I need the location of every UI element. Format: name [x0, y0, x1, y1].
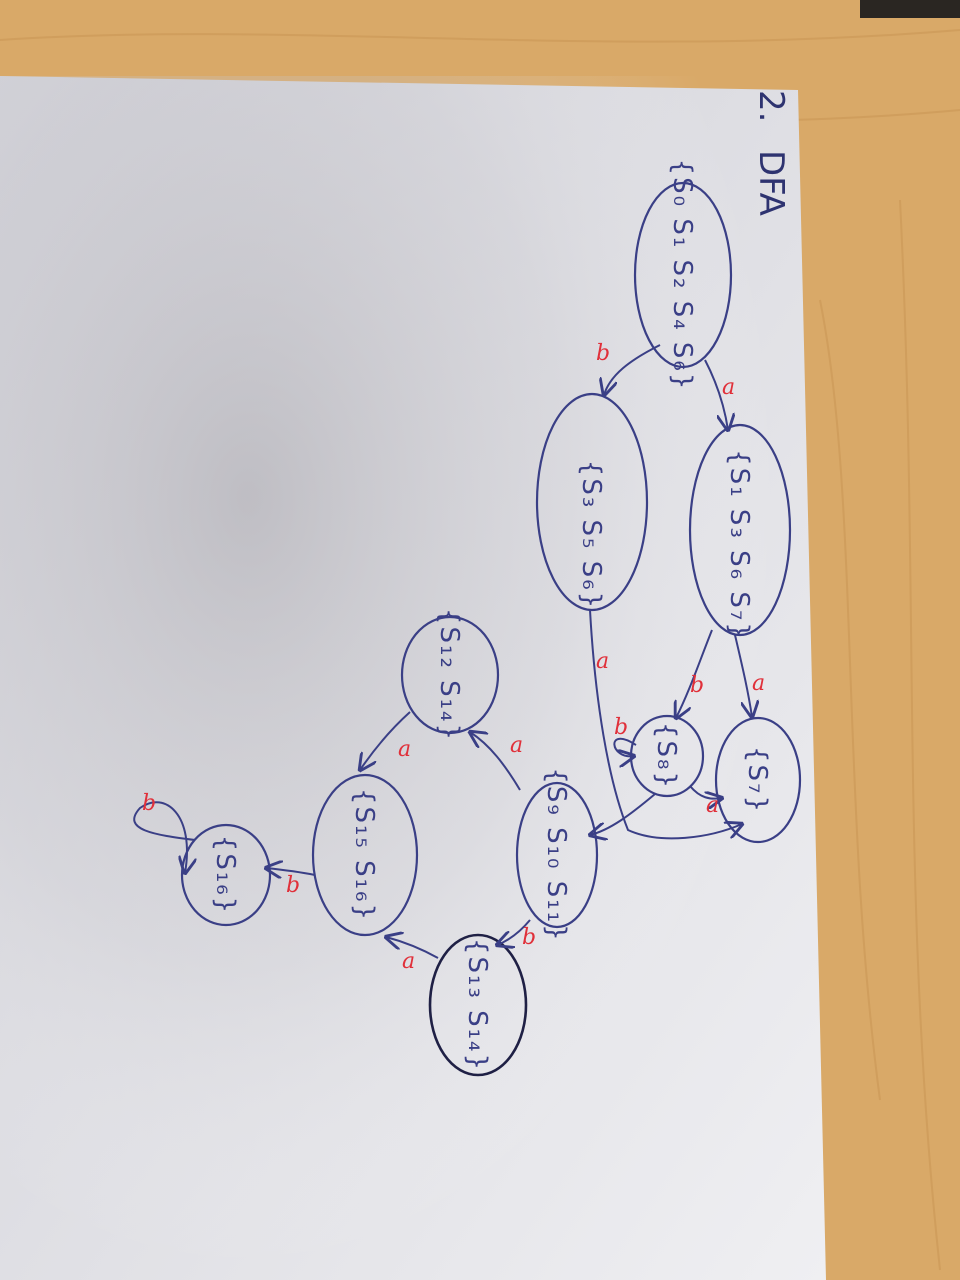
- edge-label-q2-q4: a: [752, 671, 765, 696]
- paper-shadow: [0, 76, 826, 1280]
- state-label-q3: {S₈}: [651, 722, 681, 790]
- state-q7: {S₁₅ S₁₆}: [311, 773, 419, 937]
- state-label-q4: {S₇}: [742, 746, 772, 814]
- edge-q6-q7: a: [360, 711, 411, 770]
- state-q1: {S₃ S₅ S₆}: [535, 392, 649, 612]
- edge-label-q3-self: b: [614, 715, 628, 740]
- edge-q3-q5: [590, 793, 656, 835]
- edge-label-q5-q8: b: [522, 925, 536, 950]
- state-q0: {S₀ S₁ S₂ S₄ S₆}: [633, 159, 733, 392]
- state-q6: {S₁₂ S₁₄}: [400, 608, 500, 742]
- edge-label-q7-q9: b: [286, 873, 300, 898]
- state-label-q6: {S₁₂ S₁₄}: [434, 608, 464, 742]
- state-label-q0: {S₀ S₁ S₂ S₄ S₆}: [667, 159, 697, 392]
- edge-label-q3-q4: a: [706, 793, 719, 818]
- edge-label-q1-q4: a: [596, 649, 609, 674]
- edge-q0-q2: a: [704, 359, 735, 430]
- edge-q0-q1: b: [596, 341, 661, 395]
- edge-q9-self: b: [133, 791, 195, 873]
- edge-q5-q6: a: [470, 732, 523, 791]
- state-label-q9: {S₁₆}: [210, 835, 240, 915]
- edge-label-q5-q6: a: [510, 733, 523, 758]
- edge-q8-q7: a: [386, 937, 439, 974]
- state-q8: {S₁₃ S₁₄}: [428, 933, 528, 1077]
- edge-q3-q4: a: [689, 785, 722, 818]
- heading-number: 2.: [751, 90, 791, 122]
- edge-q3-self: b: [613, 715, 636, 756]
- edge-label-q2-q3: b: [690, 673, 704, 698]
- edge-label-q9-self: b: [142, 791, 156, 816]
- state-q5: {S₉ S₁₀ S₁₁}: [515, 767, 599, 943]
- heading-title: DFA: [751, 150, 791, 216]
- state-label-q2: {S₁ S₃ S₆ S₇}: [724, 449, 754, 641]
- state-label-q5: {S₉ S₁₀ S₁₁}: [541, 767, 571, 942]
- state-label-q7: {S₁₅ S₁₆}: [349, 788, 379, 922]
- edge-label-q0-q2: a: [722, 375, 735, 400]
- state-label-q1: {S₃ S₅ S₆}: [576, 460, 606, 610]
- edge-label-q6-q7: a: [398, 737, 411, 762]
- edge-label-q0-q1: b: [596, 341, 610, 366]
- edge-q2-q3: b: [676, 629, 713, 718]
- desk-corner-object: [860, 0, 960, 18]
- state-q3: {S₈}: [629, 714, 705, 798]
- edge-q5-q8: b: [497, 919, 536, 950]
- state-q2: {S₁ S₃ S₆ S₇}: [688, 423, 792, 641]
- edge-label-q8-q7: a: [402, 949, 415, 974]
- edge-q2-q4: a: [734, 634, 765, 717]
- state-label-q8: {S₁₃ S₁₄}: [462, 938, 492, 1072]
- edge-q1-q4: a: [589, 609, 742, 840]
- edge-q7-q9: b: [266, 868, 316, 898]
